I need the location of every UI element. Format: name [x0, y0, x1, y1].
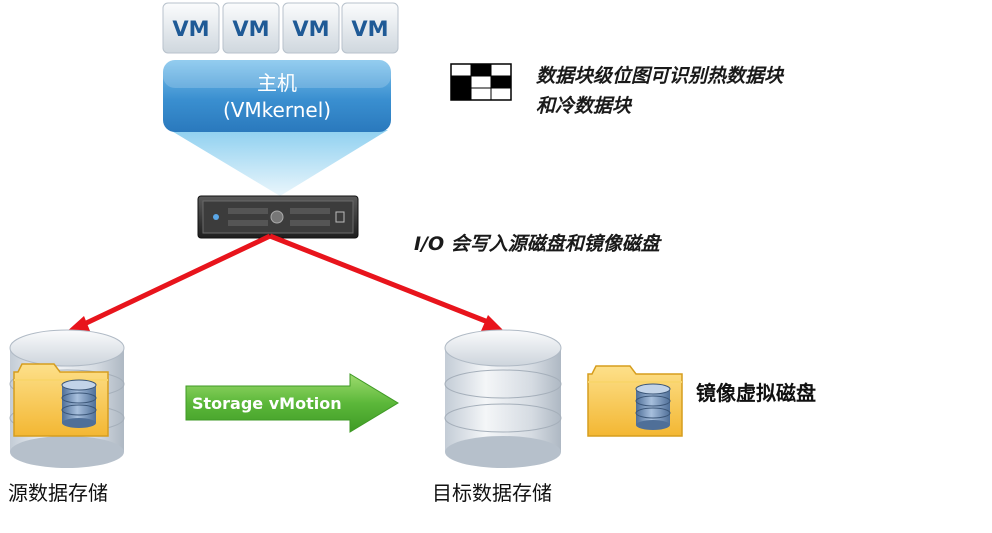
vm-label: VM — [351, 17, 388, 41]
vm-box: VM — [162, 2, 220, 54]
vm-label: VM — [172, 17, 209, 41]
storage-vmotion-label: Storage vMotion — [192, 394, 342, 413]
vm-label: VM — [232, 17, 269, 41]
bitmap-note-line1: 数据块级位图可识别热数据块 — [536, 65, 785, 87]
vm-label: VM — [292, 17, 329, 41]
host-funnel — [170, 130, 388, 196]
vm-box: VM — [341, 2, 399, 54]
source-storage-label: 源数据存储 — [8, 481, 108, 505]
server-icon — [197, 195, 359, 239]
io-arrow-source — [64, 233, 272, 334]
target-storage-label: 目标数据存储 — [432, 481, 552, 505]
host-subtitle: (VMkernel) — [223, 98, 331, 122]
host-title: 主机 — [257, 71, 297, 95]
io-note: I/O 会写入源磁盘和镜像磁盘 — [414, 233, 663, 255]
bitmap-note-line2: 和冷数据块 — [536, 95, 633, 117]
storage-vmotion-arrow: Storage vMotion — [185, 373, 399, 433]
vm-box: VM — [282, 2, 340, 54]
host-box: 主机 (VMkernel) — [163, 60, 391, 132]
database-icon — [635, 383, 671, 430]
vm-box: VM — [222, 2, 280, 54]
io-arrow-target — [269, 233, 503, 331]
database-icon — [61, 379, 97, 428]
bitmap-grid-icon — [450, 63, 512, 101]
mirror-disk-label: 镜像虚拟磁盘 — [696, 381, 816, 405]
target-storage-cylinder — [444, 329, 562, 468]
